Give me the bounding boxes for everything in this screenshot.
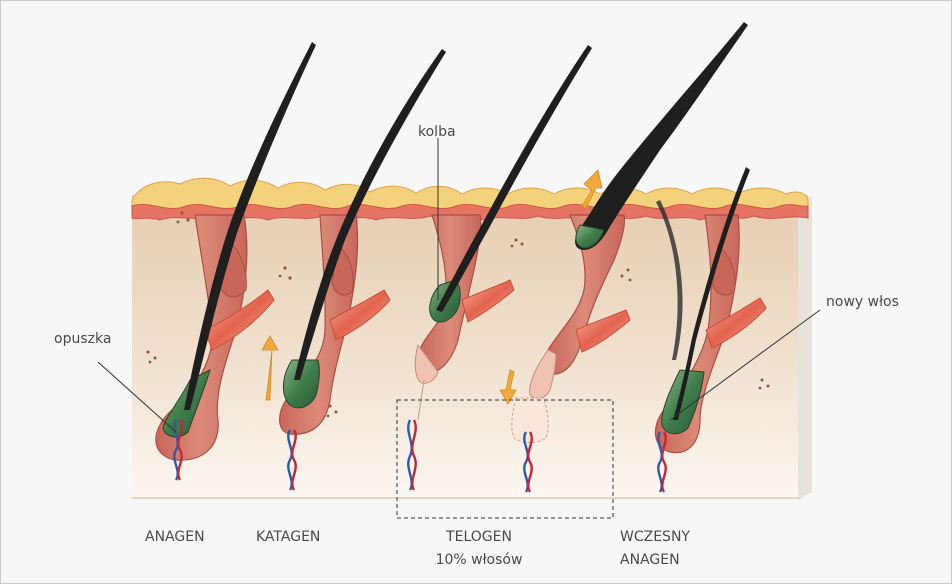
stage-label-early-anagen-line1: WCZESNY — [620, 529, 690, 545]
stage-label-telogen: TELOGEN — [445, 529, 512, 545]
epidermis-layer — [132, 178, 808, 220]
stage-label-early-anagen-line2: ANAGEN — [620, 552, 680, 568]
label-bulb: opuszka — [54, 331, 111, 347]
stage-label-telogen-percent: 10% włosów — [436, 552, 523, 568]
label-club: kolba — [418, 124, 456, 140]
stage-label-anagen: ANAGEN — [145, 529, 205, 545]
stage-label-catagen: KATAGEN — [256, 529, 320, 545]
label-new-hair: nowy włos — [826, 294, 899, 310]
